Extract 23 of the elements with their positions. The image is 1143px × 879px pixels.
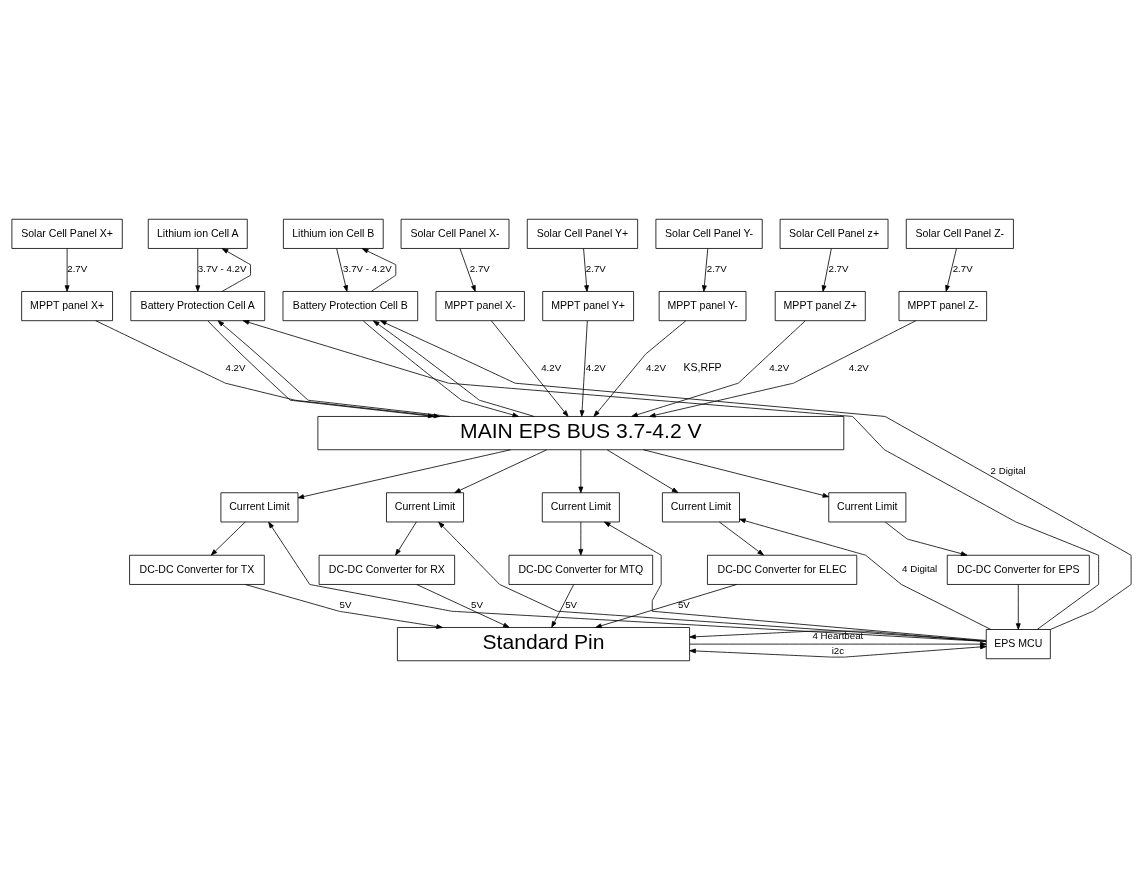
edge-label: 4 Digital — [902, 562, 938, 574]
edge-label: 2 Digital — [990, 464, 1026, 476]
edge-label: 2.7V — [706, 262, 727, 274]
edge-label: 3.7V - 4.2V — [343, 262, 392, 274]
edge-label: 2.7V — [469, 262, 490, 274]
edge-label: 4 Heartbeat — [812, 629, 864, 641]
edge-label: 4.2V — [541, 361, 562, 373]
edge-label: 4.2V — [769, 361, 790, 373]
edge-label: 3.7V - 4.2V — [197, 262, 247, 274]
edge-label: 4.2V — [225, 361, 246, 373]
edge-label: 2.7V — [952, 262, 973, 274]
edge-label: 4.2V — [585, 361, 606, 373]
edge-label: i2c — [831, 644, 845, 656]
edge-label: 2.7V — [585, 262, 606, 274]
edge-label: 4.2V — [848, 361, 869, 373]
edge-label: 5V — [339, 598, 352, 610]
edge-label: 5V — [565, 598, 578, 610]
edge-label: 4.2V — [645, 361, 666, 373]
label: KS,RFP — [683, 360, 722, 373]
edge-label: 5V — [677, 598, 690, 610]
edge-label: 5V — [471, 598, 483, 610]
edge-label: 2.7V — [67, 262, 88, 274]
edge-label: 2.7V — [828, 262, 849, 274]
